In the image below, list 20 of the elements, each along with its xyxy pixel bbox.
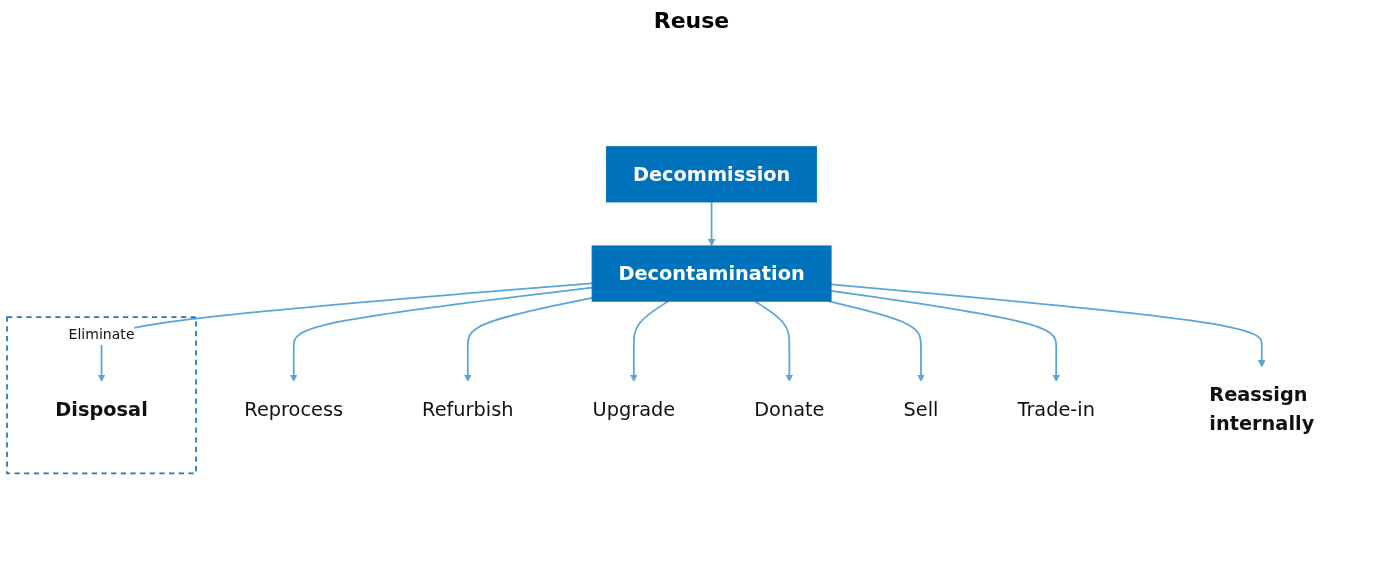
node-text: Sell — [903, 398, 939, 421]
arrow — [754, 300, 794, 382]
node-text: Disposal — [55, 398, 148, 421]
arrow — [830, 283, 1266, 368]
arrow — [630, 300, 670, 382]
node-box: Decommission — [606, 146, 818, 203]
branch-heading: Reuse — [653, 7, 730, 33]
arrow — [289, 286, 593, 382]
arrow — [463, 297, 593, 382]
arrow — [707, 201, 716, 247]
arrow — [827, 300, 925, 382]
node-text: Refurbish — [422, 398, 514, 421]
arrow — [830, 289, 1061, 382]
node-text: Donate — [754, 398, 825, 421]
node-box: Decontamination — [591, 245, 832, 302]
node-text: Reprocess — [244, 398, 344, 421]
node-text: Trade-in — [1017, 398, 1095, 421]
node-text: Reassign internally — [1209, 383, 1315, 435]
node-text: Upgrade — [592, 398, 676, 421]
arrow — [97, 282, 593, 382]
